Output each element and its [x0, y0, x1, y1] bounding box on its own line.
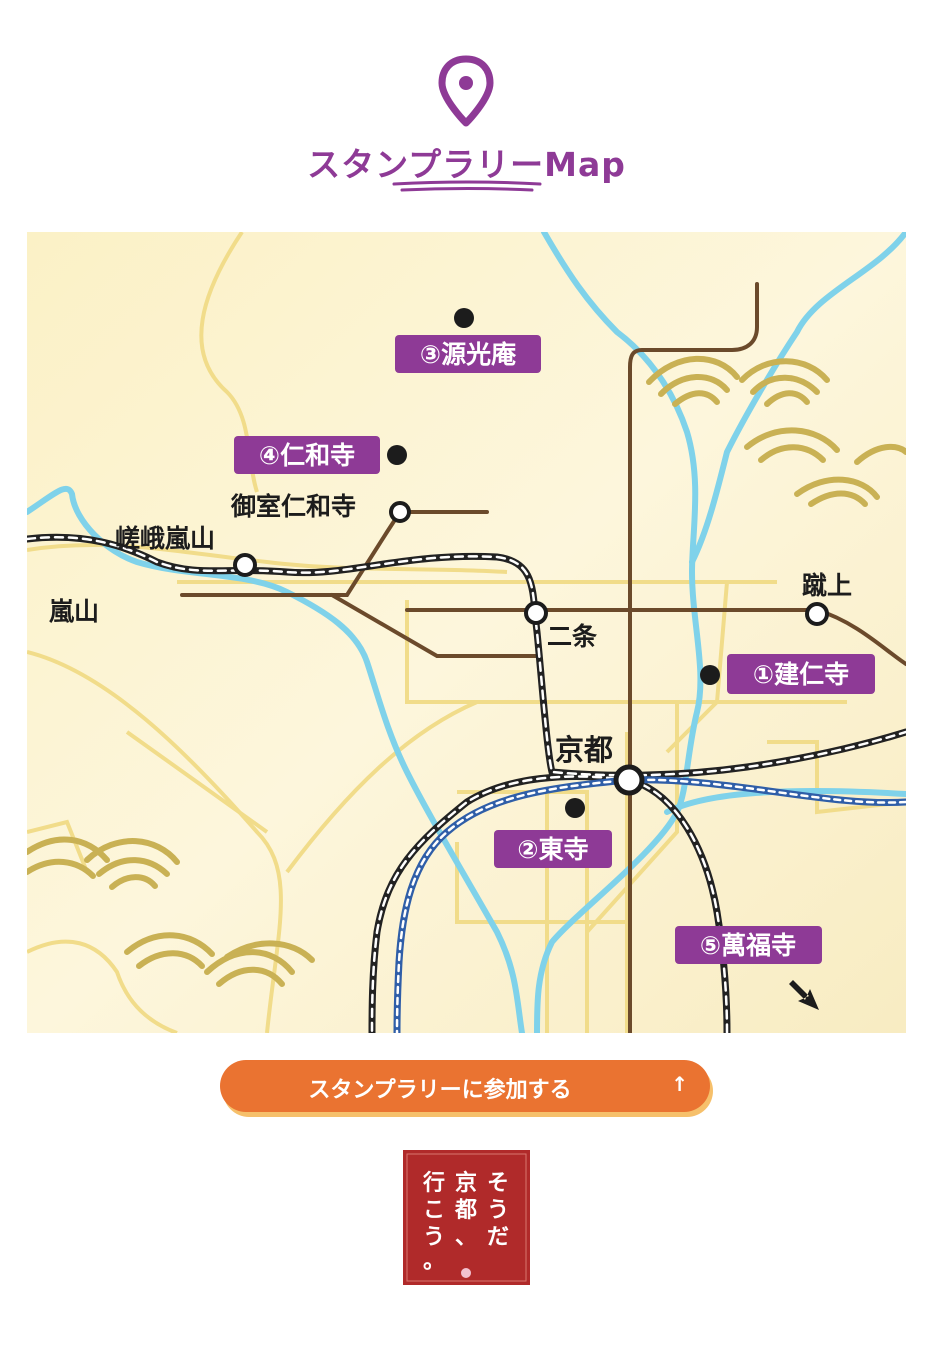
spot-dot-kenninji [700, 665, 720, 685]
svg-text:行: 行 [422, 1170, 445, 1196]
spot-markers [387, 308, 720, 818]
join-stamp-rally-button[interactable]: スタンプラリーに参加する ↑ [220, 1060, 710, 1112]
station-label-keage: 蹴上 [802, 571, 852, 600]
stamp-rally-map[interactable]: ③源光庵 ④仁和寺 ①建仁寺 ②東寺 ⑤萬福寺 御室仁和寺 嵯峨嵐山 蹴上 二条… [27, 232, 906, 1033]
arrow-down-right-icon [789, 980, 819, 1010]
station-label-nijo: 二条 [547, 622, 598, 651]
spot-label-manpukuji: ⑤萬福寺 [700, 931, 796, 960]
page-title: スタンプラリーMap [307, 145, 626, 184]
svg-text:そ: そ [487, 1170, 509, 1196]
arrow-up-icon: ↑ [671, 1072, 688, 1096]
station-marker-omuro [389, 501, 411, 523]
spot-label-toji: ②東寺 [517, 835, 588, 864]
spot-label-bg-ninnaji [234, 436, 380, 474]
souda-kyoto-logo: そ う だ 京 都 、 行 こ う 。 [403, 1150, 530, 1285]
join-stamp-rally-label: スタンプラリーに参加する [308, 1078, 572, 1103]
station-marker-saga [233, 553, 257, 577]
spot-labels[interactable]: ③源光庵 ④仁和寺 ①建仁寺 ②東寺 ⑤萬福寺 [234, 335, 875, 964]
spot-label-bg-genkoan [395, 335, 541, 373]
svg-text:京: 京 [455, 1170, 477, 1196]
roads [27, 232, 906, 1033]
spot-dot-toji [565, 798, 585, 818]
brown-rail-lines [180, 282, 906, 1033]
station-marker-kyoto [613, 764, 645, 796]
svg-text:都: 都 [454, 1197, 477, 1223]
spot-label-genkoan: ③源光庵 [420, 340, 516, 369]
station-label-kyoto: 京都 [555, 733, 613, 767]
spot-dot-genkoan [454, 308, 474, 328]
svg-text:、: 、 [455, 1224, 477, 1250]
spot-label-kenninji: ①建仁寺 [753, 660, 849, 689]
station-marker-nijo [524, 601, 548, 625]
title-underline [392, 180, 542, 192]
spot-label-bg-toji [494, 830, 612, 868]
map-pin-icon [438, 55, 494, 127]
svg-text:う: う [423, 1224, 445, 1250]
station-marker-keage [805, 602, 829, 626]
spot-label-bg-kenninji [727, 654, 875, 694]
svg-text:こ: こ [423, 1197, 445, 1223]
spot-label-bg-manpukuji [675, 926, 822, 964]
station-markers [233, 501, 829, 796]
svg-text:う: う [487, 1197, 509, 1223]
station-label-saga: 嵯峨嵐山 [115, 524, 215, 553]
svg-text:だ: だ [487, 1224, 509, 1250]
station-labels: 御室仁和寺 嵯峨嵐山 蹴上 二条 京都 嵐山 [49, 492, 852, 767]
svg-text:。: 。 [423, 1248, 445, 1274]
spot-dot-ninnaji [387, 445, 407, 465]
mountain-decorations [27, 355, 906, 987]
spot-label-ninnaji: ④仁和寺 [259, 441, 355, 470]
area-label-arashiyama: 嵐山 [49, 597, 99, 626]
station-label-omuro: 御室仁和寺 [230, 492, 356, 521]
jr-lines [27, 533, 906, 1033]
